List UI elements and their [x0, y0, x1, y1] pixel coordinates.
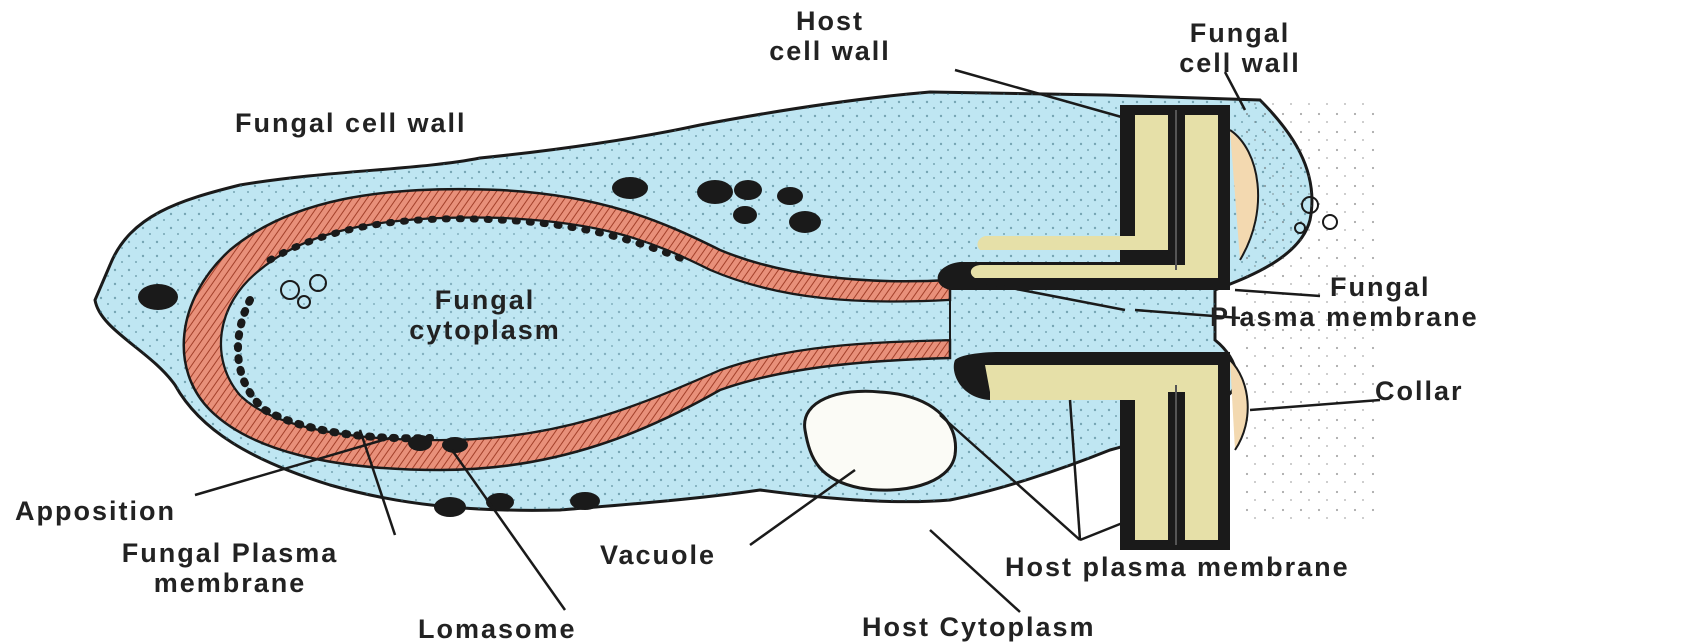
- label-fungal-plasma-membrane-bottom: Fungal Plasma membrane: [40, 538, 420, 598]
- label-vacuole: Vacuole: [600, 540, 716, 570]
- label-lomasome: Lomasome: [418, 614, 577, 644]
- label-host-plasma-membrane: Host plasma membrane: [1005, 552, 1350, 582]
- label-collar: Collar: [1375, 376, 1464, 406]
- label-fungal-cytoplasm-line1: Fungal: [355, 285, 615, 315]
- label-fungal-pm-bottom-line2: membrane: [40, 568, 420, 598]
- label-host-cell-wall-line2: cell wall: [760, 36, 900, 66]
- label-host-cytoplasm: Host Cytoplasm: [862, 612, 1096, 642]
- label-fungal-cytoplasm: Fungal cytoplasm: [355, 285, 615, 345]
- label-fungal-cytoplasm-line2: cytoplasm: [355, 315, 615, 345]
- label-fungal-pm-bottom-line1: Fungal Plasma: [40, 538, 420, 568]
- label-host-cell-wall-line1: Host: [760, 6, 900, 36]
- label-fungal-cell-wall-top-line2: cell wall: [1150, 48, 1330, 78]
- label-host-cell-wall: Host cell wall: [760, 6, 900, 66]
- label-fungal-cell-wall-top-line1: Fungal: [1150, 18, 1330, 48]
- label-fungal-pm-right-line1: Fungal: [1210, 272, 1479, 302]
- label-fungal-cell-wall-top: Fungal cell wall: [1150, 18, 1330, 78]
- label-apposition: Apposition: [15, 496, 176, 526]
- label-fungal-cell-wall-left: Fungal cell wall: [235, 108, 467, 138]
- vacuole: [805, 391, 956, 490]
- label-fungal-plasma-membrane-right: Fungal Plasma membrane: [1210, 272, 1479, 332]
- label-fungal-pm-right-line2: Plasma membrane: [1210, 302, 1479, 332]
